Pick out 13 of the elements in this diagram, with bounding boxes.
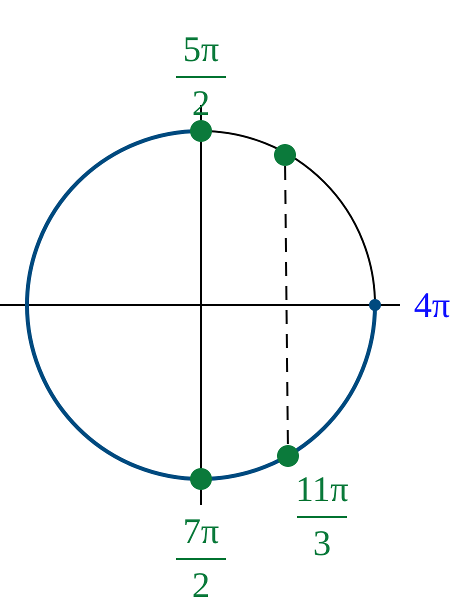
fraction-numerator: 5π bbox=[182, 30, 220, 68]
point-marker bbox=[190, 468, 212, 490]
point-marker bbox=[190, 120, 212, 142]
fraction-denominator: 2 bbox=[192, 566, 210, 604]
fraction-numerator: 7π bbox=[182, 512, 220, 550]
fraction-denominator: 3 bbox=[313, 524, 331, 562]
angle-label: 4π bbox=[414, 286, 450, 324]
point-marker bbox=[274, 144, 296, 166]
point-marker bbox=[277, 445, 299, 467]
dashed-line bbox=[284, 166, 289, 446]
fraction-denominator: 2 bbox=[192, 84, 210, 122]
fraction-numerator: 11π bbox=[296, 470, 348, 508]
point-marker bbox=[369, 299, 381, 311]
